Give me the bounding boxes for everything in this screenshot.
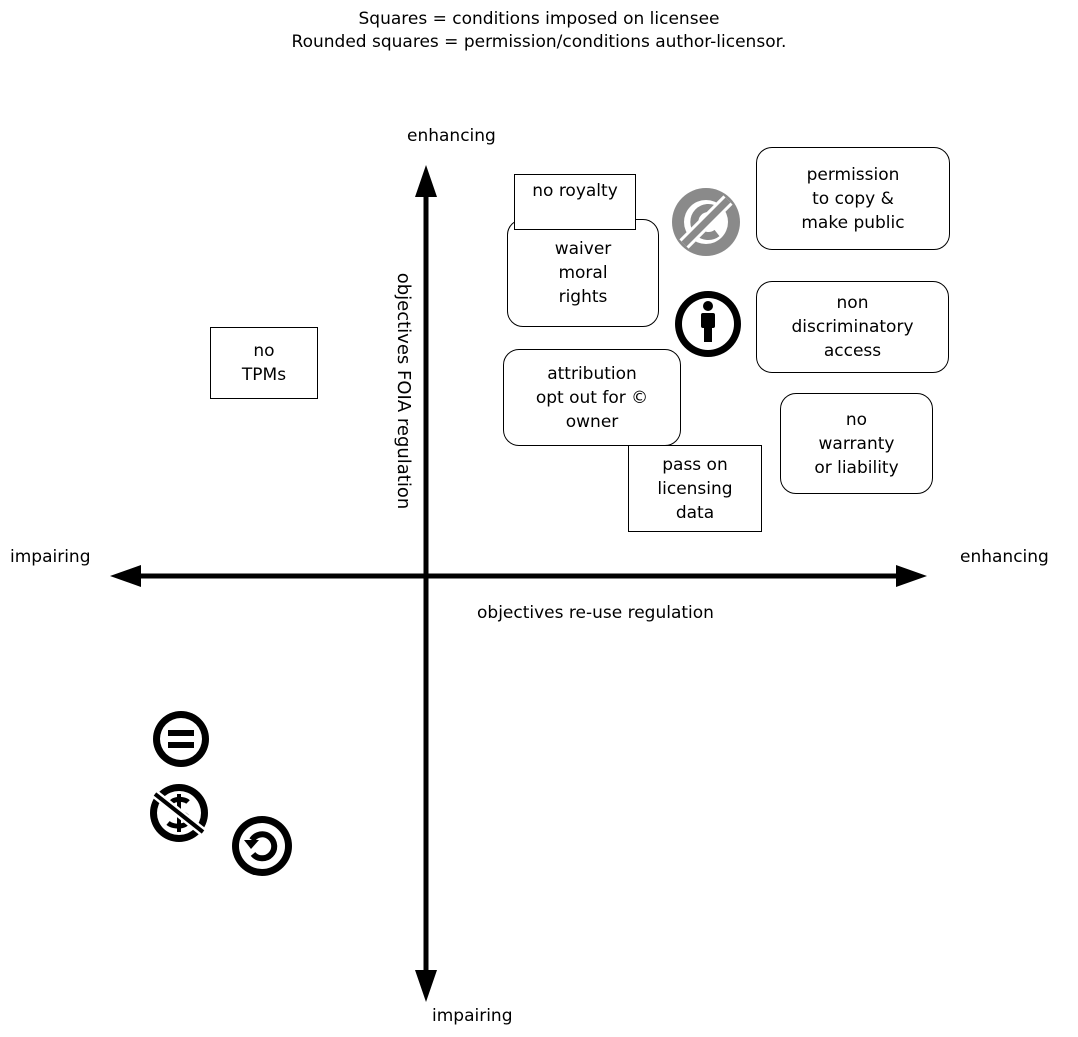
box-line: no [845,409,868,430]
vertical-axis-arrow-down [415,970,437,1002]
horizontal-axis-title: objectives re-use regulation [477,603,714,623]
public-domain-icon [672,188,740,256]
box-permission-copy: permission to copy & make public [756,147,950,250]
box-line: data [675,502,715,523]
box-no-warranty: no warranty or liability [780,393,933,494]
box-no-tpms: no TPMs [210,327,318,399]
box-line: pass on [662,454,728,475]
horizontal-axis-arrow-right [896,565,927,587]
box-line: warranty [818,433,895,454]
box-line: no [253,341,275,361]
box-waiver-moral-rights: waiver moral rights [507,219,659,327]
box-line: waiver [554,239,612,259]
horizontal-axis-right-label: enhancing [960,547,1049,567]
horizontal-axis-left-label: impairing [10,547,91,567]
legend-line-rounded: Rounded squares = permission/conditions … [291,32,787,52]
box-non-discriminatory: non discriminatory access [756,281,949,373]
no-derivatives-icon [153,711,209,767]
box-line: permission [806,164,900,185]
box-attribution-opt-out: attribution opt out for © owner [503,349,681,446]
box-line: TPMs [241,365,287,385]
attribution-icon [675,291,741,357]
box-line: moral [558,263,608,283]
box-line: no royalty [532,181,618,201]
box-no-royalty: no royalty [514,174,636,230]
box-line: rights [558,287,608,307]
vertical-axis-bottom-label: impairing [432,1006,513,1026]
box-line: make public [801,212,905,233]
box-line: or liability [814,457,899,478]
vertical-axis-top-label: enhancing [407,126,496,146]
non-commercial-icon [150,784,208,842]
box-pass-on-licensing: pass on licensing data [628,445,762,532]
box-line: non [836,293,869,313]
box-line: discriminatory [791,317,914,337]
box-line: to copy & [812,188,894,209]
box-line: owner [565,411,619,432]
share-alike-icon [232,816,292,876]
box-line: licensing [657,478,733,499]
box-line: opt out for © [535,387,649,408]
box-line: attribution [547,363,637,384]
box-line: access [823,341,882,361]
vertical-axis-arrow-up [415,165,437,197]
legend-line-squares: Squares = conditions imposed on licensee [358,9,720,29]
horizontal-axis-arrow-left [110,565,141,587]
vertical-axis-title: objectives FOIA regulation [393,272,414,510]
